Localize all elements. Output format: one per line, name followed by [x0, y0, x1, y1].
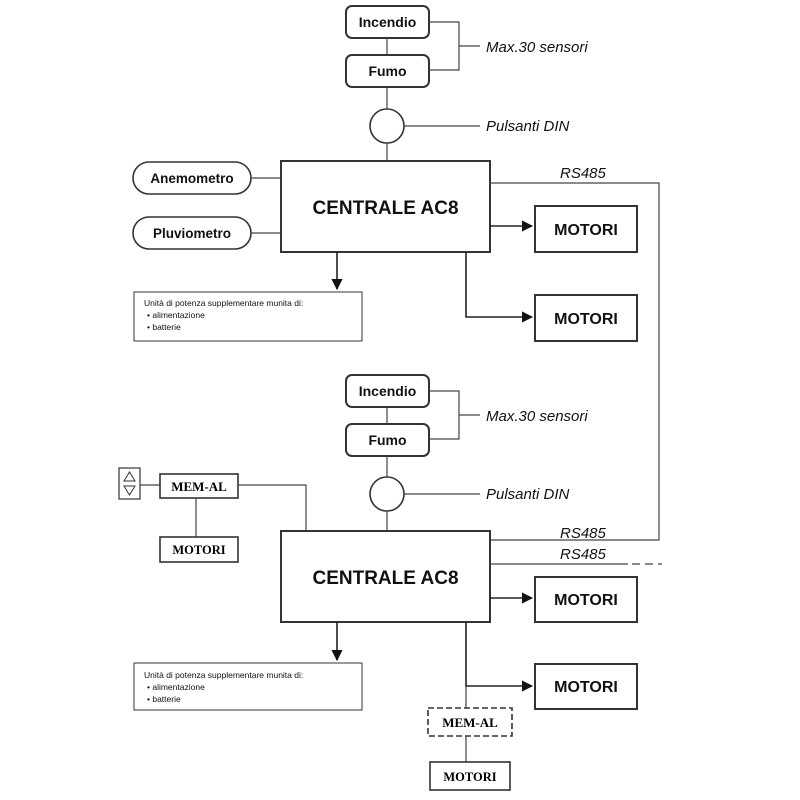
upper-power-unit-item2: • batterie — [147, 322, 181, 332]
upper-section: Incendio Fumo Max.30 sensori Pulsanti DI… — [132, 5, 660, 541]
upper-din-button — [369, 108, 405, 144]
lower-power-unit-title: Unità di potenza supplementare munita di… — [144, 670, 303, 680]
lower-fumo-label: Fumo — [368, 432, 406, 448]
upper-centrale-label: CENTRALE AC8 — [312, 198, 458, 219]
upper-rs485-label: RS485 — [560, 165, 607, 182]
lower-buttons-note: Pulsanti DIN — [486, 486, 570, 503]
upper-sensors-note: Max.30 sensori — [486, 39, 588, 56]
pluviometro-label: Pluviometro — [153, 226, 231, 241]
lower-motori2-label: MOTORI — [554, 679, 618, 696]
rs485-bus-line — [490, 182, 660, 541]
memal-bottom-label: MEM-AL — [442, 715, 498, 730]
down-arrow-icon — [123, 485, 136, 496]
upper-power-unit-box — [133, 291, 363, 342]
upper-motori2-box — [534, 294, 638, 342]
upper-motori1-label: MOTORI — [554, 222, 618, 239]
lower-rs485-out-label: RS485 — [560, 546, 607, 563]
lower-power-unit-item1: • alimentazione — [147, 682, 205, 692]
memal-bottom-motori-label: MOTORI — [443, 770, 496, 784]
memal-left-motori-box — [159, 536, 239, 563]
memal-left-box — [159, 473, 239, 499]
lower-centrale-box — [280, 530, 491, 623]
upper-motori2-label: MOTORI — [554, 311, 618, 328]
upper-motor2-arrow — [465, 252, 534, 323]
lower-power-unit-item2: • batterie — [147, 694, 181, 704]
upper-centrale-box — [280, 160, 491, 253]
upper-fumo-label: Fumo — [368, 63, 406, 79]
anemometro-label: Anemometro — [150, 171, 233, 186]
lower-motori1-box — [534, 576, 638, 623]
memal-left-label: MEM-AL — [171, 479, 227, 494]
memal-left-central-link — [238, 484, 307, 531]
lower-incendio-label: Incendio — [359, 383, 417, 399]
lower-motori1-label: MOTORI — [554, 592, 618, 609]
lower-motori2-box — [534, 663, 638, 710]
upper-buttons-note: Pulsanti DIN — [486, 118, 570, 135]
memal-bottom-motori-box — [429, 761, 511, 791]
upper-power-unit-item1: • alimentazione — [147, 310, 205, 320]
upper-power-unit-title: Unità di potenza supplementare munita di… — [144, 298, 303, 308]
memal-bottom-box — [427, 707, 513, 737]
upper-incendio-label: Incendio — [359, 14, 417, 30]
up-arrow-icon — [123, 471, 136, 482]
lower-section: Incendio Fumo Max.30 sensori Pulsanti DI… — [118, 374, 662, 791]
lower-power-unit-box — [133, 662, 363, 711]
upper-sensor-bracket — [429, 21, 480, 71]
lower-din-button — [369, 476, 405, 512]
lower-centrale-label: CENTRALE AC8 — [312, 568, 458, 589]
upper-motori1-box — [534, 205, 638, 253]
memal-left-motori-label: MOTORI — [172, 543, 225, 557]
updown-button-box — [118, 467, 141, 500]
lower-sensors-note: Max.30 sensori — [486, 408, 588, 425]
lower-motor2-arrow — [465, 622, 534, 692]
lower-sensor-bracket — [429, 390, 480, 440]
lower-rs485-in-label: RS485 — [560, 525, 607, 542]
